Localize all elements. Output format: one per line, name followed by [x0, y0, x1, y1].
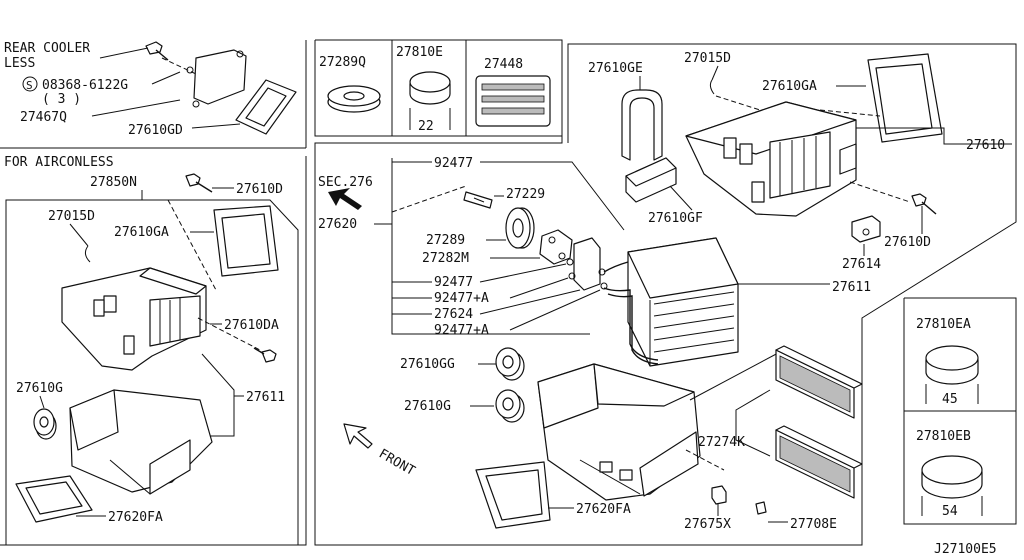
cap-size-45: 45 [942, 392, 958, 407]
rear-cooler-title-2: LESS [4, 56, 35, 71]
label-27282M: 27282M [422, 251, 469, 266]
label-SEC276: SEC.276 [318, 175, 373, 190]
label-27015D-right: 27015D [684, 51, 731, 66]
valve-group: SEC.276 27620 92477 27229 27289 27282M [318, 156, 625, 338]
grommet-27289Q [327, 85, 381, 113]
label-27610GA-left: 27610GA [114, 225, 169, 240]
grommet-27610G-mid [495, 389, 525, 423]
gasket-27610GA-left [213, 205, 279, 277]
label-27850N: 27850N [90, 175, 137, 190]
arrow-sec276-icon [328, 188, 362, 210]
clip-27708E [755, 501, 767, 515]
lower-case-right [537, 363, 701, 501]
label-27610G-left: 27610G [16, 381, 63, 396]
bracket-27614 [851, 215, 881, 243]
right-upper-case: 27610GE 27610GF 27015D 27610GA [588, 51, 1012, 272]
label-27610G-mid: 27610G [404, 399, 451, 414]
label-27289Q: 27289Q [319, 55, 366, 70]
screw-27610D-right [911, 193, 937, 215]
label-qty: ( 3 ) [42, 92, 81, 107]
screw-27610D-left [185, 173, 213, 193]
rear-cooler-panel: REAR COOLER LESS S 08368-6122G ( 3 ) 274… [4, 41, 297, 138]
grommet-size: 22 [418, 119, 434, 134]
label-27610D-left: 27610D [236, 182, 283, 197]
label-92477A-1: 92477+A [434, 291, 489, 306]
clip-27675X [711, 485, 727, 505]
cap-27810EA [925, 345, 979, 385]
label-27610GF: 27610GF [648, 211, 703, 226]
seal-27448 [475, 75, 551, 127]
label-27610GE: 27610GE [588, 61, 643, 76]
cap-boxes: 27810EA 45 27810EB 54 [916, 317, 983, 519]
gasket-27610GE [621, 89, 663, 161]
airconless-title: FOR AIRCONLESS [4, 155, 114, 170]
gasket-27620FA-left [15, 475, 93, 523]
label-27015D-left: 27015D [48, 209, 95, 224]
cover-plate-27467Q [186, 49, 247, 108]
label-27610GG: 27610GG [400, 357, 455, 372]
grommet-27289 [505, 207, 535, 249]
label-27675X: 27675X [684, 517, 731, 532]
label-27610GD: 27610GD [128, 123, 183, 138]
screw-symbol: S [26, 79, 33, 92]
rear-cooler-title: REAR COOLER [4, 41, 90, 56]
diagram-id: J27100E5 [934, 542, 997, 557]
heater-case-lower-left [69, 389, 213, 495]
label-27708E: 27708E [790, 517, 837, 532]
gasket-27610GA-right [867, 53, 943, 143]
label-08368-6122G: 08368-6122G [42, 78, 128, 93]
clip-27229 [463, 191, 493, 209]
evaporator-27611: 27611 [603, 237, 871, 367]
label-27274K: 27274K [698, 435, 745, 450]
label-27610: 27610 [966, 138, 1005, 153]
label-front: FRONT [376, 446, 418, 479]
plug-27810E [409, 71, 451, 105]
grommet-27610G-left [33, 408, 57, 440]
label-92477-top: 92477 [434, 156, 473, 171]
expansion-valve-27624 [566, 237, 608, 291]
label-27614: 27614 [842, 257, 881, 272]
heater-case-upper-left [61, 267, 207, 371]
label-27611-right: 27611 [832, 280, 871, 295]
label-27620FA-mid: 27620FA [576, 502, 631, 517]
label-92477A-2: 92477+A [434, 323, 489, 338]
grommet-27610GG [495, 347, 525, 381]
airconless-panel: FOR AIRCONLESS 27850N 27610D 27015D 2761… [4, 155, 285, 525]
label-27624: 27624 [434, 307, 473, 322]
label-27810EB: 27810EB [916, 429, 971, 444]
center-lower: 27610GG 27610G FRONT [343, 345, 863, 532]
filter-upper-27274K [775, 345, 863, 419]
screw-symbol-icon [22, 76, 38, 92]
label-27611-left: 27611 [246, 390, 285, 405]
foam-27610GF [625, 157, 677, 203]
label-27620: 27620 [318, 217, 357, 232]
label-27610GA-right: 27610GA [762, 79, 817, 94]
gasket-27620FA-mid [475, 461, 551, 529]
front-arrow-icon [343, 423, 373, 449]
screw-27610DA [253, 347, 277, 363]
label-27448: 27448 [484, 57, 523, 72]
filter-lower-27274K [775, 425, 863, 499]
screw-icon [145, 41, 169, 61]
top-parts-boxes: 27289Q 27810E 22 27448 [319, 45, 551, 134]
label-27229: 27229 [506, 187, 545, 202]
label-27810E: 27810E [396, 45, 443, 60]
cap-27810EB [921, 455, 983, 499]
upper-case-body [685, 101, 857, 217]
cap-size-54: 54 [942, 504, 958, 519]
gasket-27610GD [235, 79, 297, 135]
label-27467Q: 27467Q [20, 110, 67, 125]
label-27620FA-left: 27620FA [108, 510, 163, 525]
label-27610DA: 27610DA [224, 318, 279, 333]
panel-borders [0, 39, 1017, 546]
label-27810EA: 27810EA [916, 317, 971, 332]
label-27610D-right: 27610D [884, 235, 931, 250]
seal-27282M [539, 229, 573, 265]
label-92477-b: 92477 [434, 275, 473, 290]
label-27289: 27289 [426, 233, 465, 248]
